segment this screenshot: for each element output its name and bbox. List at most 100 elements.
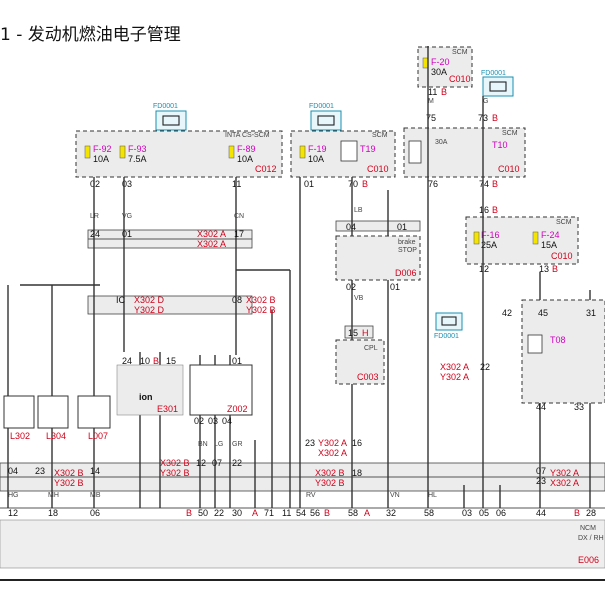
ncm-label: NCM	[580, 525, 596, 532]
label-y302a-mid: Y302 A	[318, 438, 347, 448]
pin-bottom-06b: 06	[496, 508, 506, 518]
pin-bottom-44: 44	[536, 508, 546, 518]
pin-bottom-a2: A	[364, 508, 370, 518]
relay-box-t10	[403, 127, 526, 178]
label-x302a-bottom: X302 A	[197, 239, 226, 249]
coil-l007-id: L007	[88, 431, 108, 441]
pin-bottom-06: 06	[90, 508, 100, 518]
pin-bottom-b3: B	[574, 508, 580, 518]
pin-14-mid: 14	[90, 466, 100, 476]
wire-code-hl: HL	[428, 492, 437, 499]
fuse-f16-rating: 25A	[481, 240, 497, 250]
pin-17: 17	[234, 229, 244, 239]
pin-bottom-05: 05	[479, 508, 489, 518]
pin-bottom-03: 03	[462, 508, 472, 518]
fuse-box-f16-header: SCM	[556, 219, 572, 226]
c012-pin-03: 03	[122, 179, 132, 189]
pin-bottom-58b: 58	[424, 508, 434, 518]
pin-bottom-54: 54	[296, 508, 306, 518]
fd-badge-mid-label: FD0001	[309, 103, 334, 110]
pin-bottom-12: 12	[8, 508, 18, 518]
label-y302b-far-left: Y302 B	[54, 478, 84, 488]
t10-pin-76: 76	[428, 179, 438, 189]
wire-code-lr: LR	[90, 213, 99, 220]
connector-bar-x302d	[87, 295, 253, 315]
f19-pin-01: 01	[304, 179, 314, 189]
pin-bottom-50: 50	[198, 508, 208, 518]
wire-code-vb: VB	[354, 295, 364, 302]
ncm-module-body	[0, 519, 605, 569]
fuse-box-c012-id: C012	[255, 164, 277, 174]
pin-10-e301-letter: B	[153, 356, 159, 366]
ignition-module-id: E301	[157, 404, 178, 414]
pin-15-e301: 15	[166, 356, 176, 366]
pin-18-mid: 18	[352, 468, 362, 478]
label-x302b-left: X302 B	[160, 458, 190, 468]
wire-code-cn: CN	[234, 213, 244, 220]
pin-bottom-a: A	[252, 508, 258, 518]
relay-t08-label: T08	[550, 335, 566, 345]
fd-badge-lower-label: FD0001	[434, 333, 459, 340]
coil-l304	[37, 395, 69, 429]
fd-badge-mid: FD0001	[309, 103, 342, 131]
pin-23-cpl: 23	[305, 438, 315, 448]
coil-l007	[77, 395, 111, 429]
wire-code-vg: VG	[122, 213, 132, 220]
pin-bottom-71: 71	[264, 508, 274, 518]
pin-22-mid: 22	[232, 458, 242, 468]
brake-switch-d006	[335, 235, 421, 281]
label-ic: IC	[116, 295, 126, 305]
label-x302a-mid: X302 A	[318, 448, 347, 458]
pin-23-mid: 23	[35, 466, 45, 476]
pin-12-mid: 12	[196, 458, 206, 468]
wires	[7, 46, 591, 508]
t10-pin-74: 74	[479, 179, 489, 189]
fuse-f89-icon	[228, 145, 235, 159]
pin-16-mid: 16	[352, 438, 362, 448]
page-title: 1 - 发动机燃油电子管理	[0, 25, 181, 45]
pin-01-d006-bottom: 01	[390, 282, 400, 292]
ignition-label: ion	[139, 392, 153, 402]
fd-badge-right-label: FD0001	[481, 70, 506, 77]
t10-pin-75: 75	[426, 113, 436, 123]
pin-11-label: 11	[428, 87, 437, 97]
lower-pin-12: 12	[479, 264, 489, 274]
lower-pin-13: 13	[539, 264, 549, 274]
relay-t08-coil-icon	[527, 334, 543, 354]
label-y302b-left: Y302 B	[160, 468, 190, 478]
pin-01-z002: 01	[232, 356, 242, 366]
pin-04-d006: 04	[346, 222, 356, 232]
pin-bottom-b2: B	[324, 508, 330, 518]
sensor-z002-id: Z002	[227, 404, 248, 414]
label-y302b-mid: Y302 B	[315, 478, 345, 488]
module-e006-id: E006	[578, 555, 599, 565]
relay-box-t10-header: SCM	[502, 130, 518, 137]
c012-pin-02: 02	[90, 179, 100, 189]
pin-31: 31	[586, 308, 596, 318]
fuse-f20-icon	[422, 57, 429, 69]
coil-l302	[3, 395, 35, 429]
pin-07-mid: 07	[212, 458, 222, 468]
fuse-f92-rating: 10A	[93, 154, 109, 164]
pin-04-z002: 04	[222, 416, 232, 426]
pin-33: 33	[574, 402, 584, 412]
fuse-f24-rating: 15A	[541, 240, 557, 250]
pin-bottom-30: 30	[232, 508, 242, 518]
fuse-f24-label: F-24	[541, 230, 560, 240]
pin-02-z002: 02	[194, 416, 204, 426]
relay-t19-label: T19	[360, 144, 376, 154]
pin-bottom-56: 56	[310, 508, 320, 518]
wire-code-gr: GR	[232, 441, 243, 448]
f19-pin-70: 70	[348, 179, 358, 189]
brake-switch-id: D006	[395, 268, 417, 278]
fd-badge-left-label: FD0001	[153, 103, 178, 110]
wire-code-lg: LG	[214, 441, 223, 448]
fuse-box-c012-header: INTA CS-SCM	[225, 132, 270, 139]
relay-t10-coil-icon	[408, 140, 422, 164]
lower-pin-16-letter: B	[492, 205, 498, 215]
fuse-f92-label: F-92	[93, 144, 112, 154]
relay-box-t10-id: C010	[498, 164, 520, 174]
fuse-f20-label: F-20	[431, 57, 450, 67]
relay-t10-rating: 30A	[435, 139, 448, 146]
